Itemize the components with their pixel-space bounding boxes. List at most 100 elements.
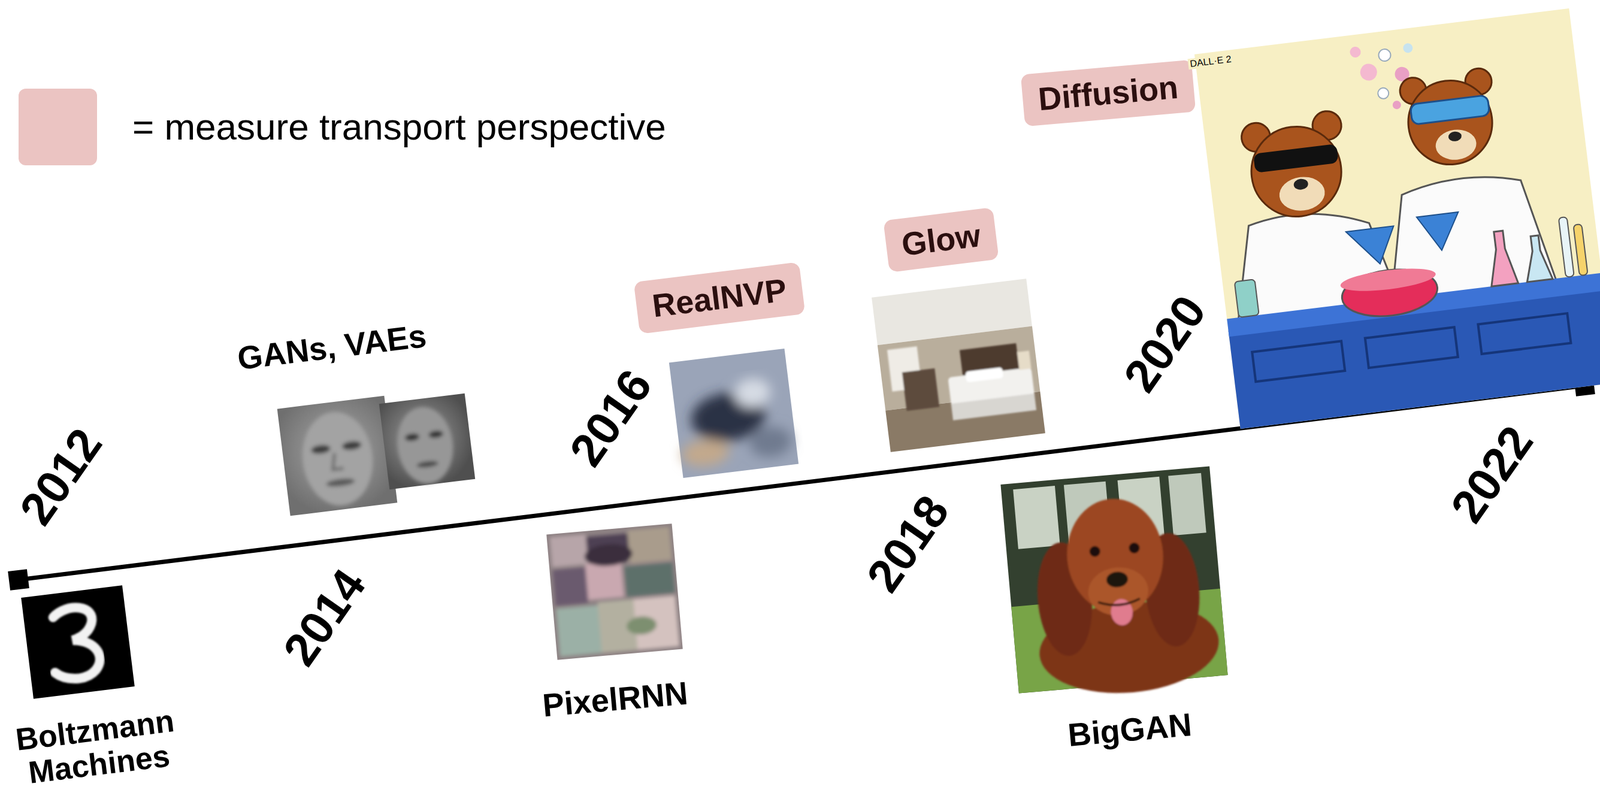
image-part xyxy=(392,403,458,487)
face-sample xyxy=(379,393,476,490)
image-part xyxy=(1098,598,1140,607)
image-part xyxy=(673,374,794,470)
watermark: DALL·E 2 xyxy=(1187,53,1234,70)
image-part xyxy=(404,433,420,443)
glow-sample xyxy=(871,278,1046,453)
image-part xyxy=(341,440,362,452)
method-box: Glow xyxy=(882,207,999,273)
image-part xyxy=(1277,174,1327,214)
image-part xyxy=(1253,143,1339,174)
year-label: 2022 xyxy=(1440,416,1544,533)
image-part xyxy=(1434,127,1479,163)
image-part xyxy=(625,615,658,636)
face-sample xyxy=(277,395,398,517)
label-anchor: 2018 xyxy=(856,485,960,603)
image-part xyxy=(1026,490,1223,701)
legend-text: = measure transport perspective xyxy=(132,105,667,148)
image-part xyxy=(47,605,102,682)
image-part xyxy=(325,477,356,489)
year-label: 2012 xyxy=(8,418,113,535)
axis-end-square xyxy=(7,569,30,591)
image-part xyxy=(1484,229,1519,287)
image-part xyxy=(902,368,940,411)
label-anchor: 2016 xyxy=(558,360,663,477)
label-anchor: 2012 xyxy=(8,418,113,535)
label-anchor: Boltzmann Machines xyxy=(0,702,197,794)
image-part xyxy=(627,527,673,564)
image-part xyxy=(549,534,589,568)
method-name: Diffusion xyxy=(1036,68,1180,118)
label-anchor: PixelRNN xyxy=(540,673,690,724)
image-part xyxy=(1349,46,1361,59)
image-part xyxy=(310,443,331,455)
year-label: 2016 xyxy=(558,360,663,477)
image-part xyxy=(1410,95,1490,126)
image-part xyxy=(549,527,680,658)
year-label: 2014 xyxy=(272,559,377,676)
image-part xyxy=(1447,130,1463,142)
image-part xyxy=(552,567,589,607)
image-part xyxy=(887,333,1037,428)
biggan-sample xyxy=(1000,466,1229,703)
image-part xyxy=(1377,48,1391,62)
image-part xyxy=(585,561,625,601)
image-part xyxy=(1521,234,1553,283)
image-part xyxy=(1245,121,1347,222)
label-anchor: 2022 xyxy=(1440,416,1544,533)
image-part xyxy=(330,452,344,470)
method-name: RealNVP xyxy=(649,270,789,325)
image-part xyxy=(1339,264,1441,322)
image-part xyxy=(20,585,135,699)
year-label: 2018 xyxy=(856,485,960,603)
year-label: 2020 xyxy=(1112,285,1217,402)
image-part xyxy=(732,376,772,410)
label-anchor: 2014 xyxy=(272,559,377,676)
image-part xyxy=(624,562,675,597)
image-part xyxy=(555,605,603,658)
image-part xyxy=(947,367,1037,421)
legend-swatch xyxy=(18,88,98,166)
image-part xyxy=(1573,224,1588,276)
image-part xyxy=(1558,216,1575,278)
label-anchor: BigGAN xyxy=(1066,705,1194,754)
image-part xyxy=(1403,76,1497,170)
image-part xyxy=(1392,100,1402,110)
image-part xyxy=(679,437,731,470)
image-part xyxy=(392,403,458,487)
image-part xyxy=(1402,42,1414,54)
image-part xyxy=(1359,62,1378,82)
image-part xyxy=(546,523,683,661)
image-part xyxy=(1477,313,1571,355)
image-part xyxy=(297,407,378,510)
image-part xyxy=(669,348,799,479)
method-box: Diffusion xyxy=(1020,59,1196,127)
label-anchor: 2020 xyxy=(1112,285,1217,402)
image-part xyxy=(277,395,398,517)
image-part xyxy=(1194,8,1600,429)
image-part xyxy=(1293,177,1309,191)
method-box: RealNVP xyxy=(633,261,806,334)
image-part xyxy=(1089,545,1102,558)
image-part xyxy=(965,367,1004,383)
legend-anchor: = measure transport perspective xyxy=(132,105,667,148)
image-part xyxy=(1128,542,1141,555)
image-part xyxy=(1012,485,1060,550)
image-part xyxy=(379,393,476,490)
image-part xyxy=(1168,473,1207,536)
image-part xyxy=(1346,225,1399,268)
image-part xyxy=(1234,279,1260,318)
image-part xyxy=(416,460,439,469)
image-part xyxy=(1365,327,1459,368)
pixelrnn-sample xyxy=(546,523,683,661)
image-part xyxy=(1251,340,1345,382)
image-part xyxy=(951,393,1037,421)
model-label: PixelRNN xyxy=(540,673,690,724)
image-part xyxy=(583,542,634,568)
model-label: Boltzmann Machines xyxy=(0,702,197,794)
image-part xyxy=(1339,264,1438,296)
model-label: BigGAN xyxy=(1066,705,1194,754)
dalle-sample xyxy=(1194,8,1600,429)
image-part xyxy=(297,407,378,510)
image-part xyxy=(1377,87,1390,100)
